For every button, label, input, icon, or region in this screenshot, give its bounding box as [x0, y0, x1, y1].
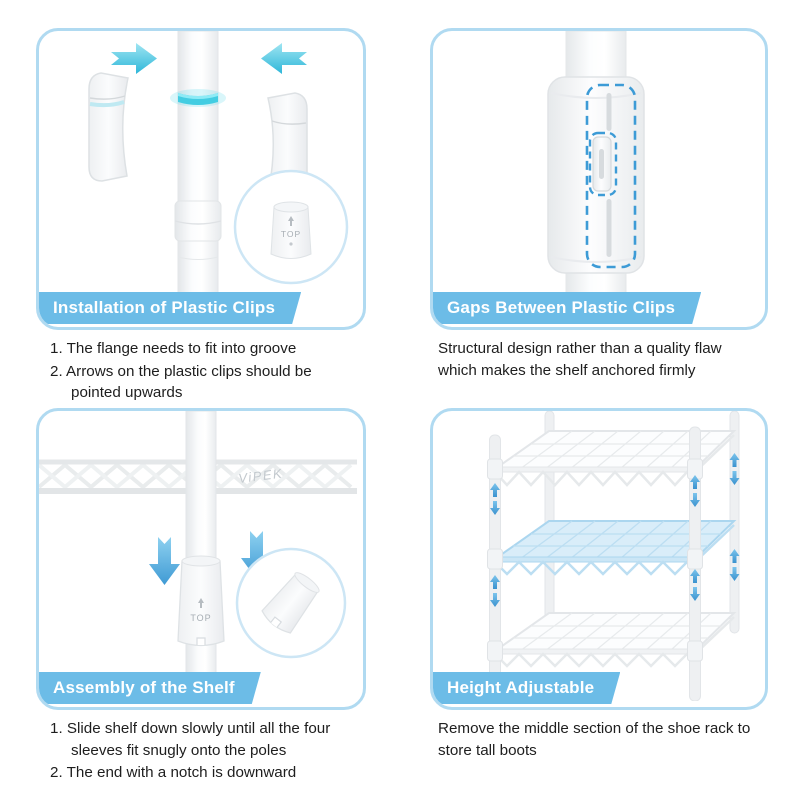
note-item: 2. The end with a notch is downward [50, 764, 297, 782]
right-arrow-icon [111, 43, 157, 74]
panel-installation: TOP Installation of Plastic Clips [36, 28, 366, 330]
top-shelf [491, 430, 737, 487]
panel-assembly: ViPEK TOP [36, 408, 366, 710]
rack-front-poles [487, 426, 703, 701]
sleeve-top-label: TOP [190, 613, 211, 623]
sleeve-detail-inset [235, 547, 347, 659]
panel-block-gaps: Gaps Between Plastic Clips Structural de… [430, 28, 768, 382]
clip-detail-inset: TOP [233, 169, 349, 285]
panel-title-banner: Height Adjustable [433, 672, 620, 704]
panel-title-banner: Gaps Between Plastic Clips [433, 292, 701, 324]
panel-illustration-installation: TOP [88, 31, 349, 321]
panel-notes: Remove the middle section of the shoe ra… [430, 718, 762, 761]
plastic-clip-left [88, 72, 129, 182]
panel-title-banner: Assembly of the Shelf [39, 672, 261, 704]
panel-gaps: Gaps Between Plastic Clips [430, 28, 768, 330]
panel-illustration-assembly: ViPEK TOP [39, 411, 357, 701]
plastic-sleeve [547, 76, 645, 274]
panel-notes: 1. Slide shelf down slowly until all the… [36, 718, 360, 784]
panel-block-installation: TOP Installation of Plastic Clips 1. The… [36, 28, 366, 405]
panel-notes: 1. The flange needs to fit into groove 2… [36, 338, 360, 404]
panel-title-banner: Installation of Plastic Clips [39, 292, 301, 324]
note-item: 2. Arrows on the plastic clips should be… [50, 362, 312, 402]
down-arrow-icon [149, 537, 180, 585]
panel-block-height: Height Adjustable Remove the middle sect… [430, 408, 768, 762]
panel-height: Height Adjustable [430, 408, 768, 710]
left-arrow-icon [261, 43, 307, 74]
note-item: Remove the middle section of the shoe ra… [438, 720, 751, 759]
gap-outline-icon [585, 83, 637, 269]
panel-notes: Structural design rather than a quality … [430, 338, 762, 381]
panel-illustration-height [487, 411, 740, 701]
note-item: Structural design rather than a quality … [438, 340, 722, 379]
middle-shelf-highlighted [491, 520, 737, 576]
note-item: 1. Slide shelf down slowly until all the… [50, 720, 331, 759]
glow-ring [170, 89, 226, 107]
pole [174, 31, 222, 321]
panel-illustration-gaps [547, 31, 645, 321]
brand-label: ViPEK [238, 466, 284, 486]
note-item: 1. The flange needs to fit into groove [50, 340, 297, 357]
clip-top-label: TOP [281, 229, 301, 239]
panel-block-assembly: ViPEK TOP [36, 408, 366, 785]
corner-sleeve: TOP [177, 555, 225, 647]
